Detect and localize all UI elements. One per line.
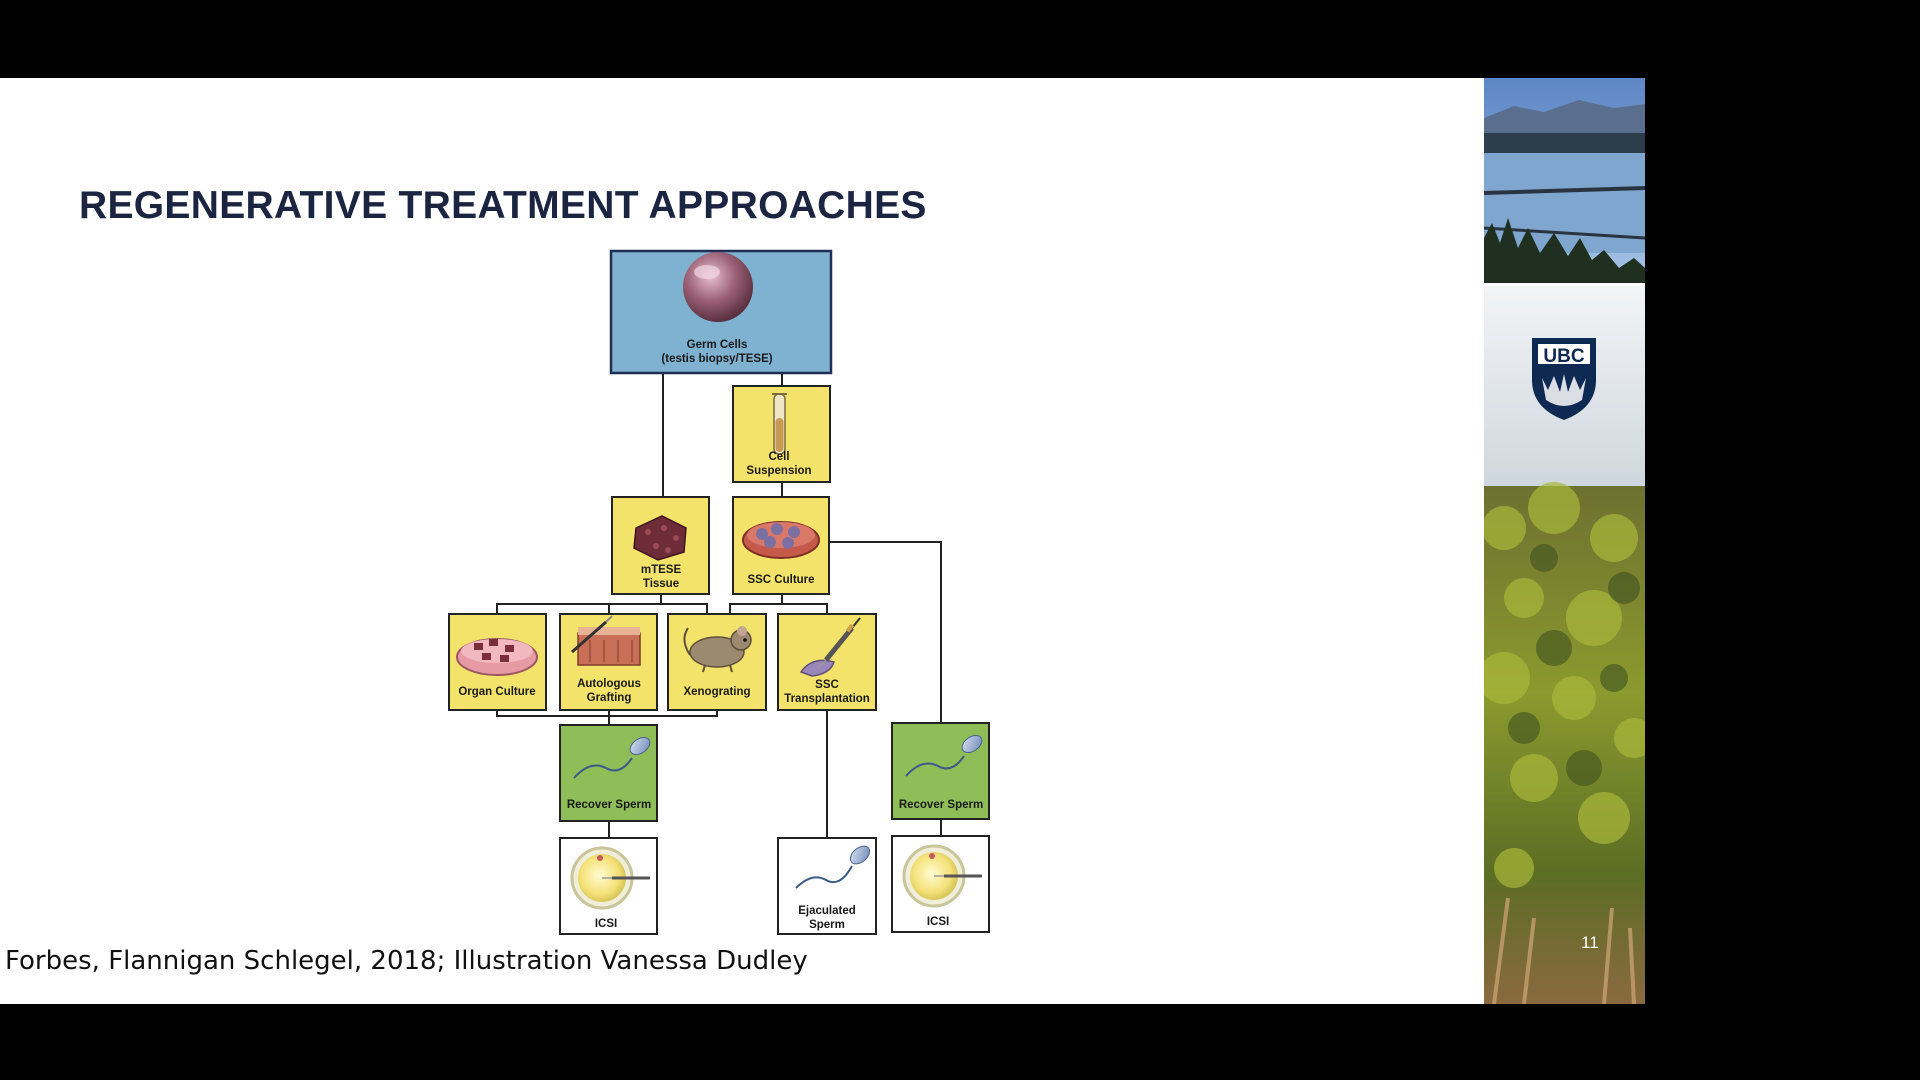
side-photo-strip: UBC [1484, 78, 1645, 1004]
tissue-icon [633, 515, 687, 561]
recover-sperm-label-2: Recover Sperm [899, 799, 983, 811]
sperm-icon [573, 736, 651, 779]
skin-graft-icon [571, 615, 641, 666]
icsi-label-2: ICSI [927, 916, 949, 928]
ssc-culture-box: SSC Culture [732, 496, 830, 595]
ejaculated-sperm-label: Ejaculated [798, 905, 856, 917]
sperm-icon [905, 734, 983, 777]
connector-culture-right [829, 541, 942, 723]
xenografting-box: Xenograting [667, 613, 767, 711]
icsi-box-1: ICSI [559, 837, 658, 935]
recover-sperm-box-1: Recover Sperm [559, 724, 658, 822]
germ-cells-box: Germ Cells (testis biopsy/TESE) [609, 249, 833, 375]
organ-culture-box: Organ Culture [448, 613, 547, 711]
mouse-icon [683, 626, 752, 673]
egg-injection-icon [902, 844, 982, 908]
ssc-transplantation-label: SSC [815, 679, 839, 691]
connector-mtese-xeno [661, 603, 708, 614]
ejaculated-sperm-sublabel: Sperm [809, 919, 845, 931]
ssc-transplantation-box: SSC Transplantation [777, 613, 877, 711]
connector-mtese-branch [496, 594, 662, 614]
organ-culture-label: Organ Culture [458, 686, 535, 698]
mtese-label: mTESE [641, 564, 682, 576]
organ-culture-dish-icon [456, 638, 538, 676]
connector-bottom-merge [496, 710, 718, 717]
recover-sperm-label-1: Recover Sperm [567, 799, 651, 811]
germ-cells-sublabel: (testis biopsy/TESE) [661, 353, 772, 365]
slide-title: REGENERATIVE TREATMENT APPROACHES [79, 184, 927, 227]
recover-sperm-box-2: Recover Sperm [891, 722, 990, 820]
autologous-grafting-box: Autologous Grafting [559, 613, 658, 711]
mtese-sublabel: Tissue [643, 578, 679, 590]
citation: Forbes, Flannigan Schlegel, 2018; Illust… [5, 946, 808, 976]
connector-culture-transplant [782, 603, 828, 614]
slide: REGENERATIVE TREATMENT APPROACHES [0, 78, 1645, 1004]
test-tube-icon [772, 393, 787, 455]
autologous-grafting-sublabel: Grafting [587, 692, 632, 704]
cell-suspension-label: Cell [768, 451, 789, 463]
sperm-icon [795, 845, 871, 889]
germ-cell-icon [683, 252, 753, 322]
xenografting-label: Xenograting [683, 686, 750, 698]
ssc-culture-label: SSC Culture [747, 574, 814, 586]
landscape-photo: UBC [1484, 78, 1645, 1004]
syringe-injection-icon [799, 617, 861, 677]
egg-injection-icon [570, 846, 650, 910]
cell-suspension-box: Cell Suspension [732, 385, 831, 483]
ubc-logo-text: UBC [1543, 346, 1584, 367]
icsi-box-2: ICSI [891, 835, 990, 933]
cell-suspension-sublabel: Suspension [746, 465, 811, 477]
icsi-label-1: ICSI [595, 918, 617, 930]
culture-dish-icon [742, 521, 820, 559]
treatment-flow-diagram: Germ Cells (testis biopsy/TESE) Cell Sus… [448, 249, 990, 935]
connector-culture-branch [729, 594, 783, 614]
connectors [496, 373, 942, 838]
ejaculated-sperm-box: Ejaculated Sperm [777, 837, 877, 935]
autologous-grafting-label: Autologous [577, 678, 641, 690]
ubc-logo: UBC [1532, 338, 1596, 420]
ssc-transplantation-sublabel: Transplantation [784, 693, 870, 705]
mtese-tissue-box: mTESE Tissue [611, 496, 710, 595]
germ-cells-label: Germ Cells [687, 339, 748, 351]
page-number: 11 [1581, 933, 1599, 952]
